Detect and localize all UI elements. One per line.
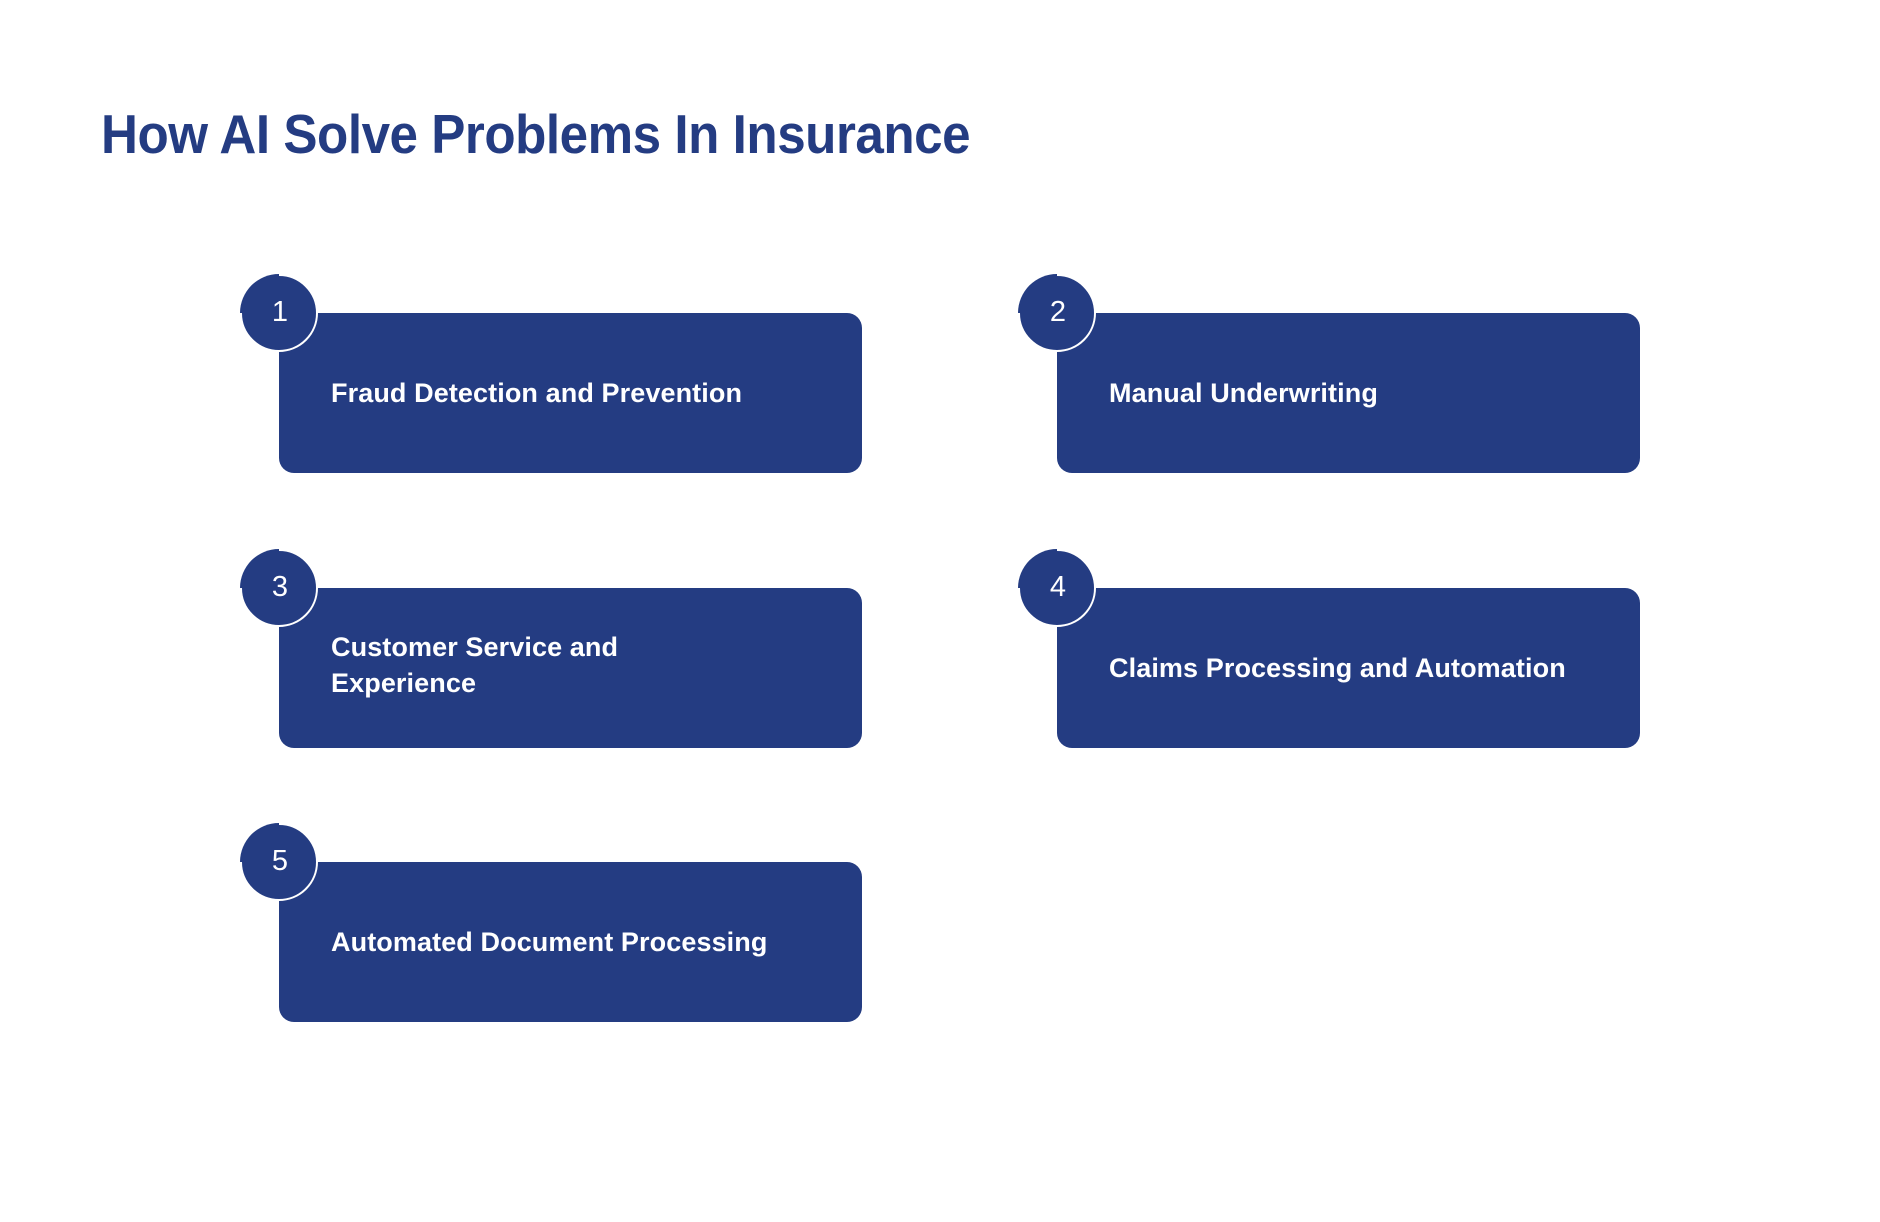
card-item-4[interactable]: 4 Claims Processing and Automation <box>1018 549 1640 748</box>
card-item-3[interactable]: 3 Customer Service and Experience <box>240 549 862 748</box>
card-label-1: Fraud Detection and Prevention <box>331 378 743 408</box>
card-number-label-3: 3 <box>271 570 289 603</box>
page-title: How AI Solve Problems In Insurance <box>101 103 971 165</box>
card-number-badge-3: 3 <box>240 549 318 627</box>
card-label-5: Automated Document Processing <box>331 927 768 957</box>
card-item-5[interactable]: 5 Automated Document Processing <box>240 823 862 1022</box>
card-number-label-1: 1 <box>271 295 289 328</box>
card-item-1[interactable]: 1 Fraud Detection and Prevention <box>240 274 862 473</box>
card-number-badge-4: 4 <box>1018 549 1096 627</box>
card-number-label-5: 5 <box>271 844 289 877</box>
card-label-3: Customer Service and Experience <box>331 631 619 698</box>
card-number-badge-2: 2 <box>1018 274 1096 352</box>
card-number-label-4: 4 <box>1049 570 1067 603</box>
card-label-4: Claims Processing and Automation <box>1109 653 1566 683</box>
card-number-badge-1: 1 <box>240 274 318 352</box>
card-label-2: Manual Underwriting <box>1109 378 1378 408</box>
card-item-2[interactable]: 2 Manual Underwriting <box>1018 274 1640 473</box>
card-number-badge-5: 5 <box>240 823 318 901</box>
card-number-label-2: 2 <box>1049 295 1067 328</box>
